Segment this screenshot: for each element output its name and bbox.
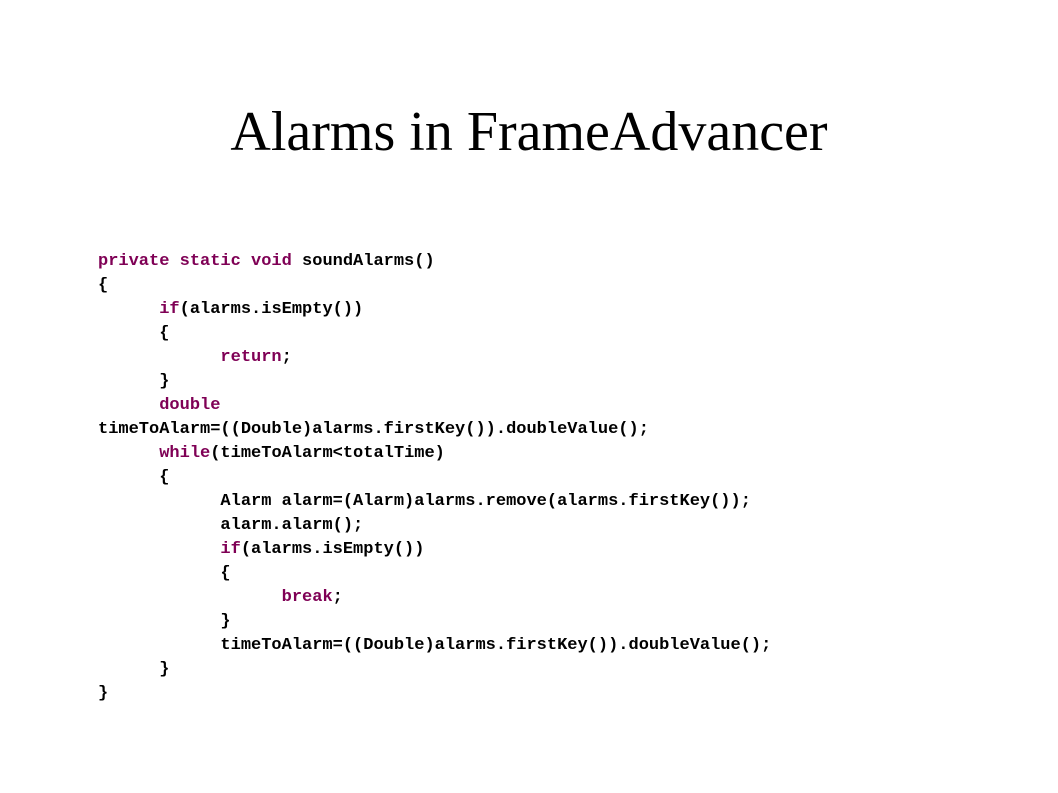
code-text: ; bbox=[332, 588, 343, 607]
code-text bbox=[98, 348, 220, 367]
code-text bbox=[98, 444, 159, 463]
code-text: { bbox=[98, 276, 109, 295]
code-text: ; bbox=[281, 348, 292, 367]
code-line: private static void soundAlarms() bbox=[98, 250, 771, 274]
code-line: } bbox=[98, 370, 771, 394]
code-text bbox=[98, 588, 282, 607]
code-keyword: if bbox=[220, 540, 241, 559]
code-text: Alarm alarm=(Alarm)alarms.remove(alarms.… bbox=[98, 492, 751, 511]
code-keyword: return bbox=[220, 348, 282, 367]
code-text: } bbox=[98, 372, 170, 391]
code-text: timeToAlarm=((Double)alarms.firstKey()).… bbox=[98, 636, 772, 655]
code-line: { bbox=[98, 322, 771, 346]
code-line: timeToAlarm=((Double)alarms.firstKey()).… bbox=[98, 418, 771, 442]
code-line: if(alarms.isEmpty()) bbox=[98, 298, 771, 322]
code-text bbox=[98, 540, 220, 559]
code-text: soundAlarms() bbox=[291, 252, 435, 271]
code-text: } bbox=[98, 684, 109, 703]
code-text: { bbox=[98, 468, 170, 487]
code-line: double bbox=[98, 394, 771, 418]
code-line: timeToAlarm=((Double)alarms.firstKey()).… bbox=[98, 634, 771, 658]
code-line: } bbox=[98, 682, 771, 706]
code-text: } bbox=[98, 660, 170, 679]
code-keyword: private static void bbox=[98, 252, 292, 271]
code-keyword: if bbox=[159, 300, 180, 319]
code-text bbox=[98, 396, 159, 415]
code-text: (timeToAlarm<totalTime) bbox=[210, 444, 445, 463]
code-line: if(alarms.isEmpty()) bbox=[98, 538, 771, 562]
code-line: { bbox=[98, 562, 771, 586]
code-line: while(timeToAlarm<totalTime) bbox=[98, 442, 771, 466]
code-line: { bbox=[98, 466, 771, 490]
code-text: } bbox=[98, 612, 231, 631]
code-line: } bbox=[98, 658, 771, 682]
code-keyword: break bbox=[281, 588, 333, 607]
code-text: { bbox=[98, 564, 231, 583]
code-line: break; bbox=[98, 586, 771, 610]
code-block: private static void soundAlarms(){ if(al… bbox=[98, 250, 771, 706]
code-keyword: while bbox=[159, 444, 211, 463]
code-text: (alarms.isEmpty()) bbox=[179, 300, 364, 319]
code-text: alarm.alarm(); bbox=[98, 516, 364, 535]
code-text: timeToAlarm=((Double)alarms.firstKey()).… bbox=[98, 420, 649, 439]
code-text: (alarms.isEmpty()) bbox=[240, 540, 425, 559]
code-line: alarm.alarm(); bbox=[98, 514, 771, 538]
code-line: Alarm alarm=(Alarm)alarms.remove(alarms.… bbox=[98, 490, 771, 514]
code-line: } bbox=[98, 610, 771, 634]
code-line: { bbox=[98, 274, 771, 298]
slide-title: Alarms in FrameAdvancer bbox=[230, 101, 828, 163]
code-keyword: double bbox=[159, 396, 221, 415]
code-text bbox=[98, 300, 159, 319]
code-line: return; bbox=[98, 346, 771, 370]
code-text: { bbox=[98, 324, 170, 343]
